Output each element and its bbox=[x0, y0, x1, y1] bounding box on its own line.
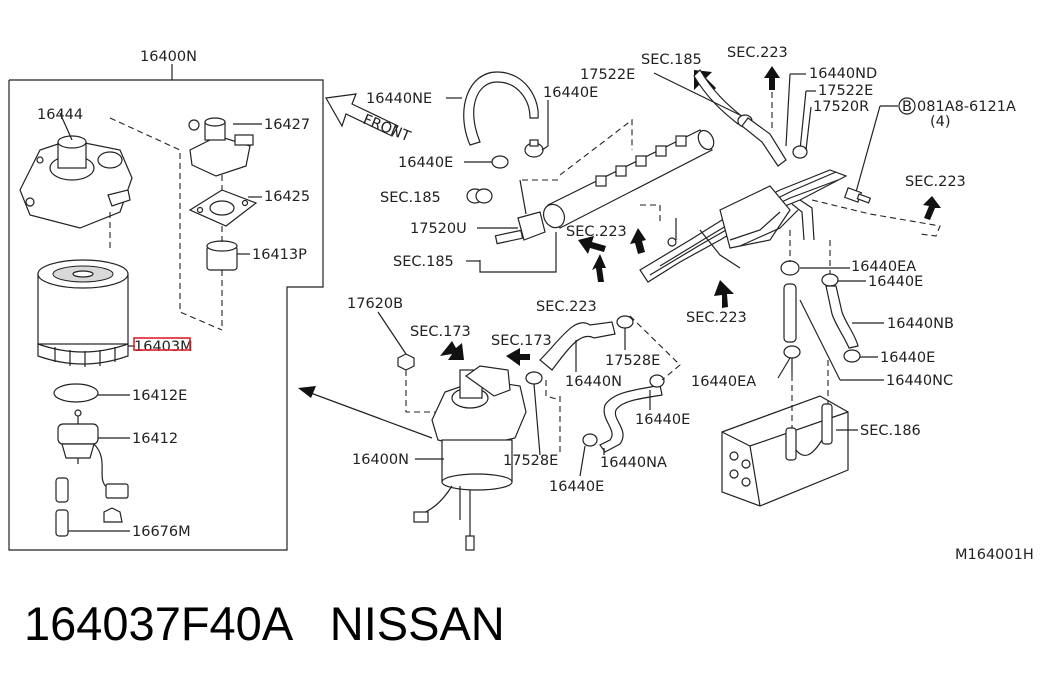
clamp-17528E-b bbox=[525, 371, 543, 385]
part-caption: 164037F40A NISSAN bbox=[24, 596, 505, 651]
label-16444: 16444 bbox=[37, 107, 83, 123]
label-16400N-b: 16400N bbox=[352, 452, 409, 468]
hose-16440NB bbox=[825, 285, 859, 349]
grommet-sec185 bbox=[466, 188, 493, 204]
label-16412E: 16412E bbox=[132, 388, 187, 404]
clamp-16440EA-b bbox=[783, 345, 801, 359]
fuel-rail bbox=[542, 129, 715, 229]
clamp-17528E-a bbox=[616, 315, 634, 329]
filter-head-16444 bbox=[19, 135, 133, 229]
clamp-16440E-e bbox=[843, 349, 861, 363]
label-16440N: 16440N bbox=[565, 374, 622, 390]
grommet-16413P bbox=[206, 240, 238, 271]
bolt-17620B bbox=[397, 353, 415, 371]
label-16403M: 16403M bbox=[134, 339, 193, 355]
water-sensor-16412 bbox=[57, 409, 129, 523]
main-filter-assembly-16400N bbox=[413, 365, 527, 551]
label-16440E-c: 16440E bbox=[868, 274, 923, 290]
connector-17520U bbox=[494, 179, 546, 245]
sec185-c: SEC.185 bbox=[393, 254, 454, 270]
sec223-c: SEC.223 bbox=[905, 174, 966, 190]
clamp-16440EA-a bbox=[780, 260, 800, 276]
sec186: SEC.186 bbox=[860, 423, 921, 439]
label-16440E-f: 16440E bbox=[549, 479, 604, 495]
label-16425: 16425 bbox=[264, 189, 310, 205]
label-16400N-top: 16400N bbox=[140, 49, 197, 65]
label-17528E-a: 17528E bbox=[605, 353, 660, 369]
label-17528E-b: 17528E bbox=[503, 453, 558, 469]
label-16440E-e: 16440E bbox=[880, 350, 935, 366]
brand-name: NISSAN bbox=[329, 597, 505, 650]
clamp-16440E-f-part bbox=[582, 433, 598, 447]
label-16413P: 16413P bbox=[252, 247, 307, 263]
sec223-a: SEC.223 bbox=[727, 45, 788, 61]
label-16440NA: 16440NA bbox=[600, 455, 667, 471]
fuel-lines-bundle bbox=[639, 169, 848, 283]
filter-assembly-box: 16400N 16444 16427 bbox=[8, 49, 324, 551]
label-16440ND: 16440ND bbox=[809, 66, 877, 82]
hose-16676M bbox=[55, 477, 69, 537]
label-17520R: 17520R bbox=[813, 99, 869, 115]
clamp-16440E-a bbox=[524, 139, 544, 158]
label-bolt: 081A8-6121A bbox=[917, 99, 1016, 115]
label-16676M: 16676M bbox=[132, 524, 191, 540]
gasket-16425 bbox=[188, 189, 258, 227]
highlight-box bbox=[133, 337, 191, 351]
clamp-16440E-c bbox=[821, 273, 839, 287]
o-ring-16412E bbox=[53, 383, 99, 403]
label-16440NC: 16440NC bbox=[886, 373, 953, 389]
hose-16440N bbox=[539, 321, 616, 371]
label-16440EA-a: 16440EA bbox=[851, 259, 916, 275]
label-16412: 16412 bbox=[132, 431, 178, 447]
label-bolt-qty: (4) bbox=[930, 114, 951, 130]
clamp-16440E-d-part bbox=[649, 374, 665, 388]
clamp-16440E-b bbox=[491, 155, 509, 169]
label-17620B: 17620B bbox=[347, 296, 403, 312]
fuel-filter-16403M bbox=[37, 259, 129, 367]
sec223-e: SEC.223 bbox=[536, 299, 597, 315]
label-16440NE: 16440NE bbox=[366, 91, 432, 107]
label-17520U: 17520U bbox=[410, 221, 467, 237]
hose-16440NE bbox=[463, 71, 539, 146]
part-number: 164037F40A bbox=[24, 597, 291, 650]
sec173-b: SEC.173 bbox=[491, 333, 552, 349]
label-17522E-a: 17522E bbox=[580, 67, 635, 83]
sec185-a: SEC.185 bbox=[641, 52, 702, 68]
hose-17522E bbox=[693, 69, 745, 125]
hose-16440NA bbox=[599, 384, 663, 453]
injection-pump-sec186 bbox=[721, 395, 849, 507]
bolt-081A8 bbox=[843, 187, 872, 204]
sec173-a: SEC.173 bbox=[410, 324, 471, 340]
label-17522E-b: 17522E bbox=[818, 83, 873, 99]
sec185-b: SEC.185 bbox=[380, 190, 441, 206]
diagram-code: M164001H bbox=[955, 547, 1034, 563]
label-16440E-b: 16440E bbox=[398, 155, 453, 171]
priming-pump-16427 bbox=[188, 117, 254, 177]
sec223-d: SEC.223 bbox=[686, 310, 747, 326]
label-16440E-d: 16440E bbox=[635, 412, 690, 428]
sec223-b: SEC.223 bbox=[566, 224, 627, 240]
label-16440NB: 16440NB bbox=[887, 316, 954, 332]
bolt-mark: B bbox=[902, 99, 912, 115]
label-16440EA-b: 16440EA bbox=[691, 374, 756, 390]
label-16440E-a: 16440E bbox=[543, 85, 598, 101]
label-16427: 16427 bbox=[264, 117, 310, 133]
front-label: FRONT bbox=[361, 112, 413, 145]
